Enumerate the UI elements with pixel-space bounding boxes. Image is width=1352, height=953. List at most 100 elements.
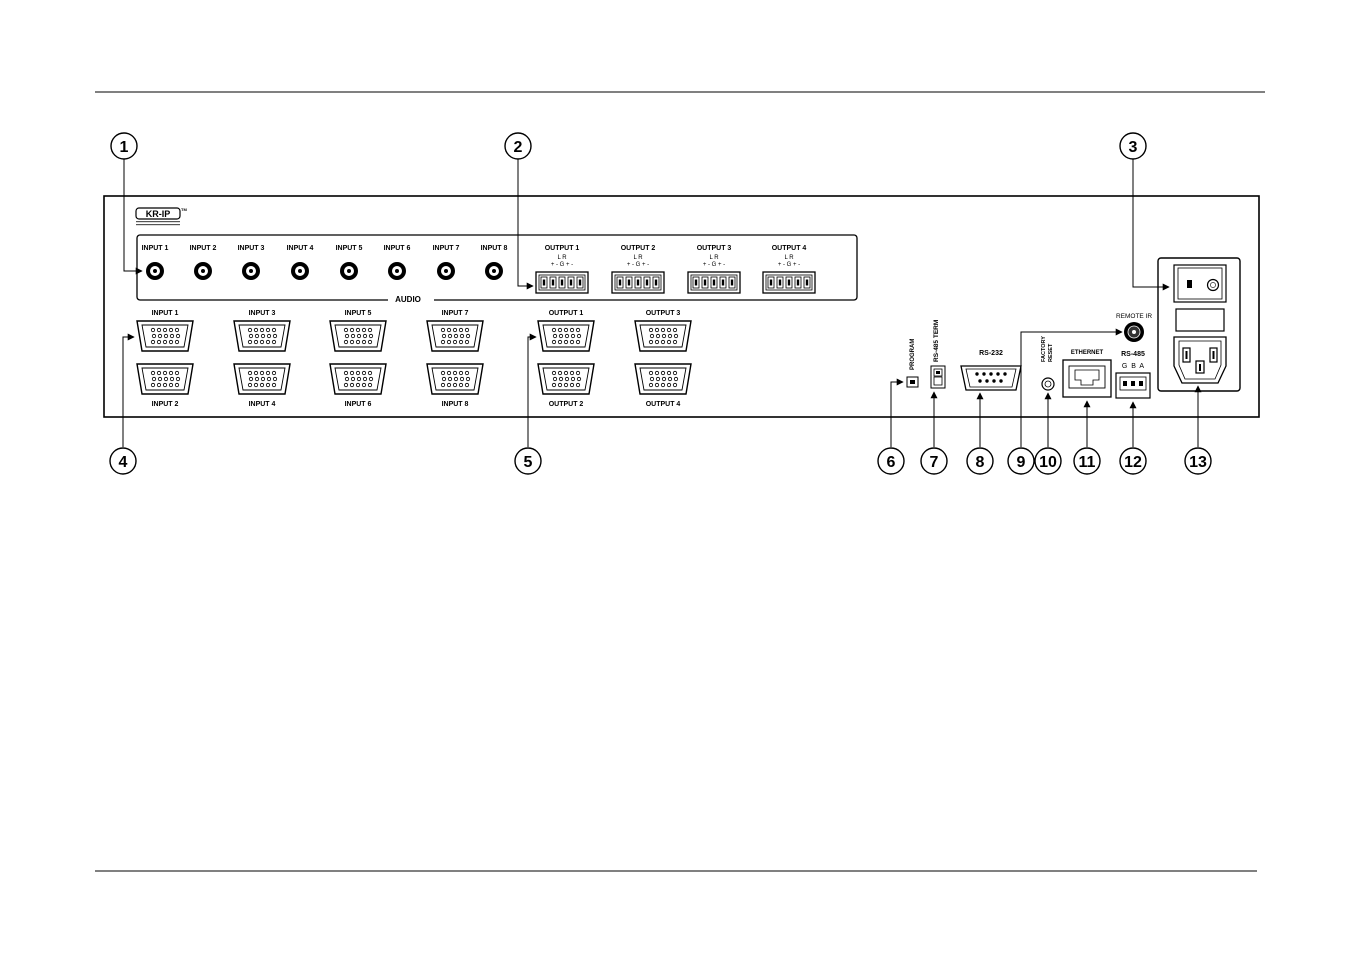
audio-input-jack[interactable]	[291, 262, 309, 280]
audio-inputs: INPUT 1 INPUT 2 INPUT 3 INPUT 4 INPUT 5 INPUT…	[142, 245, 508, 280]
video-input-label: INPUT 4	[249, 401, 276, 408]
audio-output-label: OUTPUT 4	[772, 245, 807, 252]
audio-input-jack[interactable]	[340, 262, 358, 280]
audio-output-terminal[interactable]	[762, 271, 816, 294]
callout-1: 1	[110, 132, 138, 160]
callout-5: 5	[514, 447, 542, 475]
vga-connector[interactable]	[136, 363, 194, 395]
callout-number: 1	[120, 139, 129, 156]
audio-input-label: INPUT 1	[142, 245, 169, 252]
audio-output-pin-top: L R	[633, 255, 643, 261]
ethernet-port[interactable]	[1062, 359, 1112, 398]
vga-connector[interactable]	[233, 320, 291, 352]
audio-output-terminal[interactable]	[611, 271, 665, 294]
video-input-label: INPUT 1	[152, 310, 179, 317]
rs232-label: RS-232	[979, 350, 1003, 357]
vga-connector[interactable]	[537, 363, 595, 395]
video-input-label: INPUT 3	[249, 310, 276, 317]
video-input-label: INPUT 7	[442, 310, 469, 317]
audio-output-label: OUTPUT 3	[697, 245, 732, 252]
video-output-label: OUTPUT 3	[646, 310, 681, 317]
audio-outputs: OUTPUT 1L R+ - G + -OUTPUT 2L R+ - G + -…	[535, 245, 816, 294]
vga-connector[interactable]	[537, 320, 595, 352]
vga-connector[interactable]	[634, 320, 692, 352]
vga-connector[interactable]	[233, 363, 291, 395]
callout-4: 4	[109, 447, 137, 475]
program-label: PROGRAM	[910, 339, 916, 370]
rs485-term-label: RS-485 TERM	[933, 320, 940, 362]
callout-number: 4	[119, 454, 128, 471]
callout-leader	[122, 333, 135, 447]
callout-number: 7	[930, 454, 939, 471]
audio-output-pin-top: L R	[557, 255, 567, 261]
rs232-port[interactable]	[960, 365, 1022, 391]
factory-reset-button[interactable]	[1041, 377, 1055, 391]
video-input-label: INPUT 8	[442, 401, 469, 408]
video-input-label: INPUT 5	[345, 310, 372, 317]
program-button[interactable]	[906, 376, 919, 388]
audio-output-pin-top: L R	[784, 255, 794, 261]
vga-connector[interactable]	[329, 320, 387, 352]
callout-9: 9	[1007, 447, 1035, 475]
power-switch[interactable]	[1173, 264, 1227, 303]
svg-text:TM: TM	[181, 207, 187, 212]
callout-leader	[1132, 159, 1170, 291]
audio-input-label: INPUT 2	[190, 245, 217, 252]
audio-input-label: INPUT 6	[384, 245, 411, 252]
vga-connector[interactable]	[426, 363, 484, 395]
vga-connector[interactable]	[426, 320, 484, 352]
rs485-term-switch[interactable]	[930, 365, 946, 389]
callout-3: 3	[1119, 132, 1147, 160]
callout-leader	[517, 159, 534, 290]
rs485-port[interactable]	[1115, 372, 1151, 399]
vga-connector[interactable]	[136, 320, 194, 352]
audio-input-jack[interactable]	[485, 262, 503, 280]
callout-11: 11	[1073, 447, 1101, 475]
audio-output-label: OUTPUT 2	[621, 245, 656, 252]
audio-input-label: INPUT 5	[336, 245, 363, 252]
callout-leader	[527, 333, 537, 447]
audio-input-label: INPUT 3	[238, 245, 265, 252]
rs485-label: RS-485	[1121, 351, 1145, 358]
video-output-label: OUTPUT 4	[646, 401, 681, 408]
callout-number: 9	[1017, 454, 1026, 471]
video-input-label: INPUT 6	[345, 401, 372, 408]
callout-number: 12	[1124, 454, 1142, 471]
audio-input-jack[interactable]	[388, 262, 406, 280]
audio-output-terminal[interactable]	[535, 271, 589, 294]
audio-output-pin-bottom: + - G + -	[778, 262, 800, 268]
audio-output-terminal[interactable]	[687, 271, 741, 294]
audio-input-label: INPUT 4	[287, 245, 314, 252]
callout-leader	[1020, 328, 1123, 447]
remote-ir-label: REMOTE IR	[1116, 313, 1152, 320]
callout-7: 7	[920, 447, 948, 475]
callout-number: 3	[1129, 139, 1138, 156]
audio-input-label: INPUT 7	[433, 245, 460, 252]
audio-group-label: AUDIO	[395, 295, 421, 304]
callout-2: 2	[504, 132, 532, 160]
audio-input-jack[interactable]	[437, 262, 455, 280]
callout-number: 6	[887, 454, 896, 471]
ethernet-label: ETHERNET	[1071, 350, 1104, 356]
factory-reset-label-1: FACTORY	[1041, 336, 1047, 362]
ac-power-socket[interactable]	[1173, 336, 1227, 384]
callout-number: 8	[976, 454, 985, 471]
rs485-pins-label: G B A	[1122, 363, 1145, 370]
audio-output-label: OUTPUT 1	[545, 245, 580, 252]
callout-leaders	[122, 159, 1202, 447]
vga-connector[interactable]	[329, 363, 387, 395]
vga-connector[interactable]	[634, 363, 692, 395]
audio-input-jack[interactable]	[146, 262, 164, 280]
audio-input-jack[interactable]	[194, 262, 212, 280]
audio-input-jack[interactable]	[242, 262, 260, 280]
callout-number: 13	[1189, 454, 1207, 471]
svg-text:KR-IP: KR-IP	[146, 209, 171, 219]
fuse-holder[interactable]	[1175, 308, 1225, 332]
callout-number: 5	[524, 454, 533, 471]
audio-output-pin-bottom: + - G + -	[703, 262, 725, 268]
callout-10: 10	[1034, 447, 1062, 475]
callout-number: 10	[1039, 454, 1057, 471]
remote-ir-sensor	[1124, 322, 1144, 342]
